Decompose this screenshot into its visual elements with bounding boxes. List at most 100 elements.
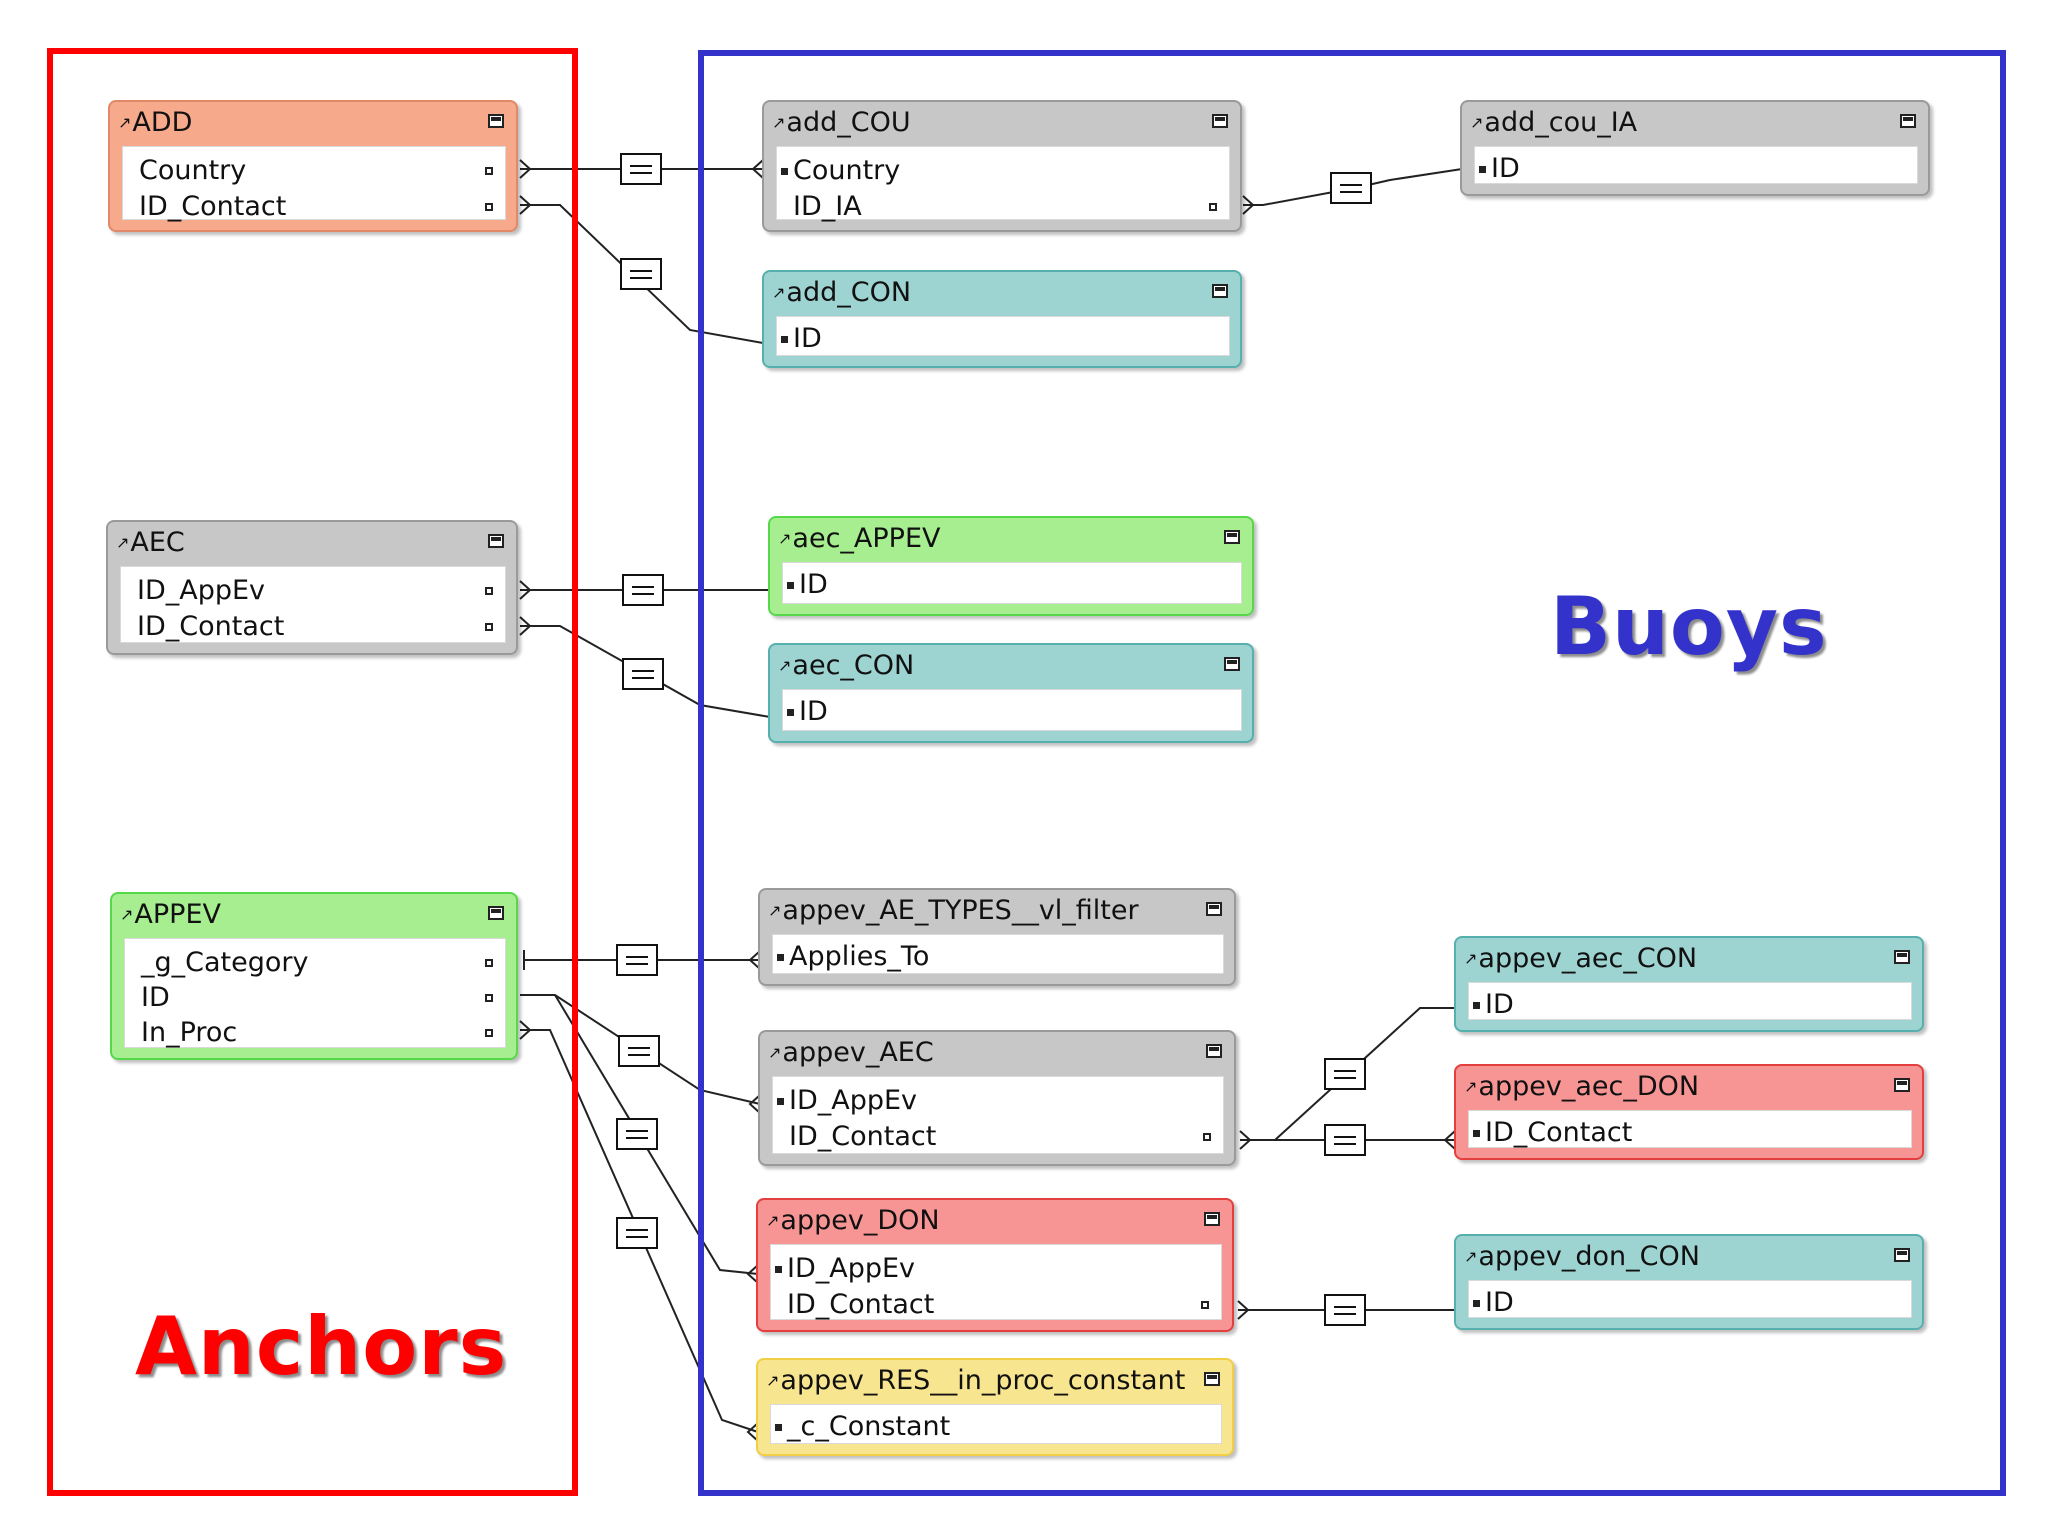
table-header[interactable]: ↗appev_aec_DON (1464, 1068, 1914, 1106)
field-row[interactable]: ID_AppEv (121, 573, 505, 609)
key-icon (781, 336, 788, 343)
table-name: AEC (130, 527, 185, 558)
table-name: appev_RES__in_proc_constant (780, 1365, 1186, 1396)
relationship-equals-icon[interactable] (1324, 1058, 1366, 1090)
table-name: appev_don_CON (1478, 1241, 1700, 1272)
collapse-icon[interactable] (488, 534, 504, 548)
table-appev-don[interactable]: ↗appev_DON ID_AppEv ID_Contact (756, 1198, 1234, 1332)
field-list: _g_Category ID In_Proc (124, 938, 506, 1048)
key-icon (775, 1266, 782, 1273)
table-header[interactable]: ↗add_cou_IA (1470, 104, 1920, 142)
field-row[interactable]: ID (1469, 1285, 1911, 1321)
relationship-equals-icon[interactable] (620, 258, 662, 290)
relationship-equals-icon[interactable] (616, 944, 658, 976)
collapse-icon[interactable] (488, 906, 504, 920)
table-add-cou-ia[interactable]: ↗add_cou_IA ID (1460, 100, 1930, 196)
table-header[interactable]: ↗aec_CON (778, 647, 1244, 685)
field-row[interactable]: In_Proc (125, 1015, 505, 1051)
field-row[interactable]: ID_IA (777, 189, 1229, 225)
field-row[interactable]: ID (125, 980, 505, 1016)
collapse-icon[interactable] (1206, 1044, 1222, 1058)
collapse-icon[interactable] (1204, 1212, 1220, 1226)
field-row[interactable]: ID_Contact (123, 189, 505, 225)
table-aec[interactable]: ↗AEC ID_AppEv ID_Contact (106, 520, 518, 655)
table-header[interactable]: ↗appev_DON (766, 1202, 1224, 1240)
table-name: appev_AE_TYPES__vl_filter (782, 895, 1139, 926)
relationship-equals-icon[interactable] (1324, 1124, 1366, 1156)
field-row[interactable]: ID_Contact (773, 1119, 1223, 1155)
table-appev-aec-don[interactable]: ↗appev_aec_DON ID_Contact (1454, 1064, 1924, 1160)
table-header[interactable]: ↗appev_AE_TYPES__vl_filter (768, 892, 1226, 930)
collapse-icon[interactable] (1212, 284, 1228, 298)
table-name: appev_aec_CON (1478, 943, 1698, 974)
table-header[interactable]: ↗appev_RES__in_proc_constant (766, 1362, 1224, 1400)
table-name: aec_CON (792, 650, 915, 681)
collapse-icon[interactable] (1894, 1248, 1910, 1262)
field-list: Country ID_IA (776, 146, 1230, 222)
field-row[interactable]: Country (777, 153, 1229, 189)
field-row[interactable]: _c_Constant (771, 1409, 1221, 1445)
table-header[interactable]: ↗add_COU (772, 104, 1232, 142)
collapse-icon[interactable] (1894, 1078, 1910, 1092)
table-appev-res[interactable]: ↗appev_RES__in_proc_constant _c_Constant (756, 1358, 1234, 1456)
table-appev-don-con[interactable]: ↗appev_don_CON ID (1454, 1234, 1924, 1330)
collapse-icon[interactable] (1212, 114, 1228, 128)
collapse-icon[interactable] (1206, 902, 1222, 916)
field-row[interactable]: ID_Contact (121, 609, 505, 645)
field-row[interactable]: ID (1475, 151, 1917, 187)
field-row[interactable]: ID (1469, 987, 1911, 1023)
table-header[interactable]: ↗appev_don_CON (1464, 1238, 1914, 1276)
field-port-icon (485, 587, 493, 595)
table-add[interactable]: ↗ADD Country ID_Contact (108, 100, 518, 232)
table-appev[interactable]: ↗APPEV _g_Category ID In_Proc (110, 892, 518, 1060)
field-port-icon (1203, 1133, 1211, 1141)
table-name: add_CON (786, 277, 912, 308)
table-aec-appev[interactable]: ↗aec_APPEV ID (768, 516, 1254, 616)
table-add-cou[interactable]: ↗add_COU Country ID_IA (762, 100, 1242, 232)
field-row[interactable]: Country (123, 153, 505, 189)
field-row[interactable]: ID (777, 321, 1229, 357)
relationship-equals-icon[interactable] (622, 658, 664, 690)
table-header[interactable]: ↗aec_APPEV (778, 520, 1244, 558)
table-add-con[interactable]: ↗add_CON ID (762, 270, 1242, 368)
arrow-icon: ↗ (766, 1211, 780, 1230)
table-header[interactable]: ↗APPEV (120, 896, 508, 934)
field-row[interactable]: ID_Contact (771, 1287, 1221, 1323)
collapse-icon[interactable] (1894, 950, 1910, 964)
relationship-equals-icon[interactable] (622, 574, 664, 606)
table-header[interactable]: ↗add_CON (772, 274, 1232, 312)
relationship-equals-icon[interactable] (1330, 172, 1372, 204)
table-header[interactable]: ↗AEC (116, 524, 508, 562)
collapse-icon[interactable] (1204, 1372, 1220, 1386)
field-list: ID_AppEv ID_Contact (772, 1076, 1224, 1154)
relationship-equals-icon[interactable] (616, 1217, 658, 1249)
field-row[interactable]: ID (783, 567, 1241, 603)
table-aec-con[interactable]: ↗aec_CON ID (768, 643, 1254, 743)
key-icon (1473, 1300, 1480, 1307)
relationship-equals-icon[interactable] (1324, 1294, 1366, 1326)
field-port-icon (485, 959, 493, 967)
table-header[interactable]: ↗appev_aec_CON (1464, 940, 1914, 978)
table-appev-ae-types[interactable]: ↗appev_AE_TYPES__vl_filter Applies_To (758, 888, 1236, 986)
arrow-icon: ↗ (768, 901, 782, 920)
arrow-icon: ↗ (118, 113, 132, 132)
key-icon (777, 1098, 784, 1105)
collapse-icon[interactable] (1224, 657, 1240, 671)
field-list: _c_Constant (770, 1404, 1222, 1444)
relationship-equals-icon[interactable] (620, 153, 662, 185)
field-row[interactable]: _g_Category (125, 945, 505, 981)
collapse-icon[interactable] (1224, 530, 1240, 544)
collapse-icon[interactable] (1900, 114, 1916, 128)
field-row[interactable]: Applies_To (773, 939, 1223, 975)
table-header[interactable]: ↗ADD (118, 104, 508, 142)
field-row[interactable]: ID_AppEv (771, 1251, 1221, 1287)
relationship-equals-icon[interactable] (618, 1035, 660, 1067)
field-row[interactable]: ID (783, 694, 1241, 730)
relationship-equals-icon[interactable] (616, 1118, 658, 1150)
table-appev-aec-con[interactable]: ↗appev_aec_CON ID (1454, 936, 1924, 1032)
collapse-icon[interactable] (488, 114, 504, 128)
table-appev-aec[interactable]: ↗appev_AEC ID_AppEv ID_Contact (758, 1030, 1236, 1166)
table-header[interactable]: ↗appev_AEC (768, 1034, 1226, 1072)
field-row[interactable]: ID_Contact (1469, 1115, 1911, 1151)
field-row[interactable]: ID_AppEv (773, 1083, 1223, 1119)
